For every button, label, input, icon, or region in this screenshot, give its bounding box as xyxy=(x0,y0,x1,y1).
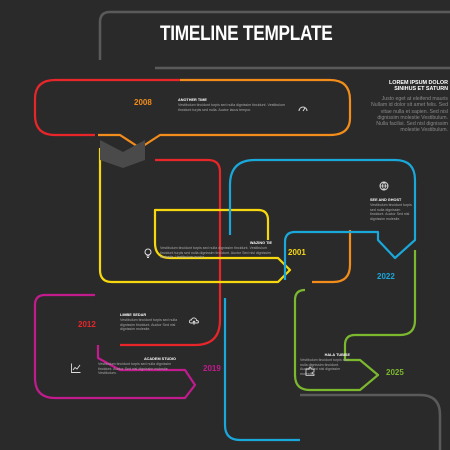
year-2001: 2001 xyxy=(288,248,306,257)
event-block-2025: HALA TUBISE Vestibulum tincidunt turpis … xyxy=(300,353,350,376)
frame-bottom-line xyxy=(300,393,442,450)
event-block-2001: WAZING TIE Vestibulum tincidunt turpis s… xyxy=(160,241,272,260)
event-block-2019: ACADEM STUDIO Vestibulum tincidunt turpi… xyxy=(98,357,176,376)
event-text: Vestibulum tincidunt turpis sed nulla di… xyxy=(178,103,286,112)
event-heading: HALA TUBISE xyxy=(324,353,350,357)
path-green xyxy=(293,250,417,392)
event-text: Vestibulum tincidunt turpis sed nulla di… xyxy=(300,358,349,376)
event-block-2022: SEE AND GHOST Vestibulum tincidunt turpi… xyxy=(370,198,412,221)
event-text: Vestibulum tincidunt turpis sed nulla di… xyxy=(120,318,178,332)
path-yellow xyxy=(98,148,292,284)
event-heading: WAZING TIE xyxy=(249,241,272,245)
event-heading: LIMBE SEDAR xyxy=(120,313,147,317)
year-2012: 2012 xyxy=(78,320,96,329)
event-heading: ANOTHER TIME xyxy=(178,98,207,102)
path-red xyxy=(33,78,222,347)
side-text: Justo eget at eleifend mauris Nullam id … xyxy=(371,96,448,134)
cloud-upload-icon xyxy=(188,315,200,327)
side-heading: LOREM IPSUM DOLOR SINIHUS ET SATURN xyxy=(389,80,448,93)
path-cyan xyxy=(223,158,417,442)
globe-icon xyxy=(378,180,390,192)
year-2022: 2022 xyxy=(377,272,395,281)
event-heading: ACADEM STUDIO xyxy=(143,357,176,361)
lightbulb-icon xyxy=(142,247,154,259)
event-text: Vestibulum tincidunt turpis sed nulla di… xyxy=(370,203,412,221)
year-2008: 2008 xyxy=(134,98,152,107)
path-orange xyxy=(98,78,352,284)
year-2025: 2025 xyxy=(386,368,404,377)
path-magenta xyxy=(33,293,197,400)
event-block-2012: LIMBE SEDAR Vestibulum tincidunt turpis … xyxy=(120,313,180,332)
year-2019: 2019 xyxy=(203,364,221,373)
event-text: Vestibulum tincidunt turpis sed nulla di… xyxy=(160,246,271,260)
event-block-2008: ANOTHER TIME Vestibulum tincidunt turpis… xyxy=(178,98,286,112)
line-chart-icon xyxy=(70,362,82,374)
gauge-icon xyxy=(297,103,309,115)
frame-top-line xyxy=(98,10,450,60)
page-title: TIMELINE TEMPLATE xyxy=(160,22,333,45)
puzzle-icon xyxy=(304,365,316,377)
event-heading: SEE AND GHOST xyxy=(370,198,402,202)
event-text: Vestibulum tincidunt turpis sed nulla di… xyxy=(98,362,172,376)
chevron-down-icon xyxy=(100,140,145,168)
